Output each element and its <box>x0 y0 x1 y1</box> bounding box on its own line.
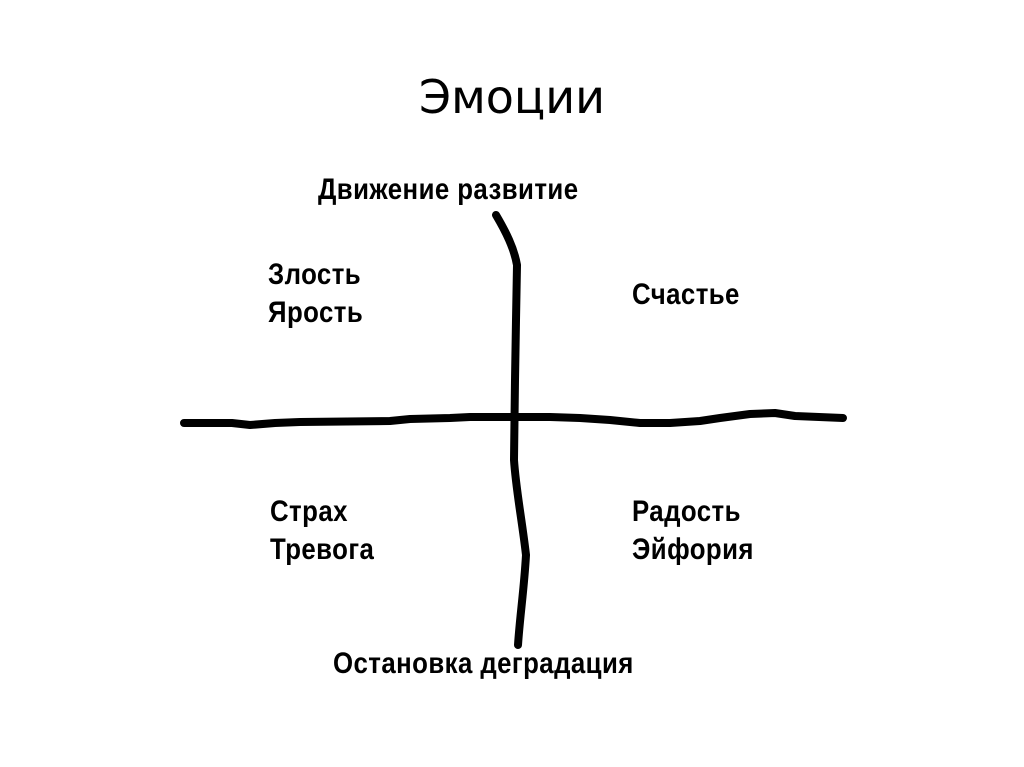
quadrant-label: Радость <box>632 495 741 528</box>
vertical-axis-line <box>492 211 530 649</box>
slide-title: Эмоции <box>418 70 606 124</box>
quadrant-label: Тревога <box>270 533 375 566</box>
quadrant-bottom-left: Страх Тревога <box>270 493 374 569</box>
quadrant-label: Ярость <box>268 296 364 329</box>
quadrant-top-left: Злость Ярость <box>268 256 363 332</box>
quadrant-label: Страх <box>270 495 348 528</box>
axis-label-bottom: Остановка деградация <box>333 647 634 680</box>
quadrant-label: Злость <box>268 258 362 291</box>
quadrant-top-right: Счастье <box>632 276 740 314</box>
axis-label-top: Движение развитие <box>318 173 579 206</box>
horizontal-axis-line <box>180 409 847 429</box>
quadrant-label: Эйфория <box>632 533 754 566</box>
quadrant-bottom-right: Радость Эйфория <box>632 493 754 569</box>
quadrant-label: Счастье <box>632 278 740 311</box>
